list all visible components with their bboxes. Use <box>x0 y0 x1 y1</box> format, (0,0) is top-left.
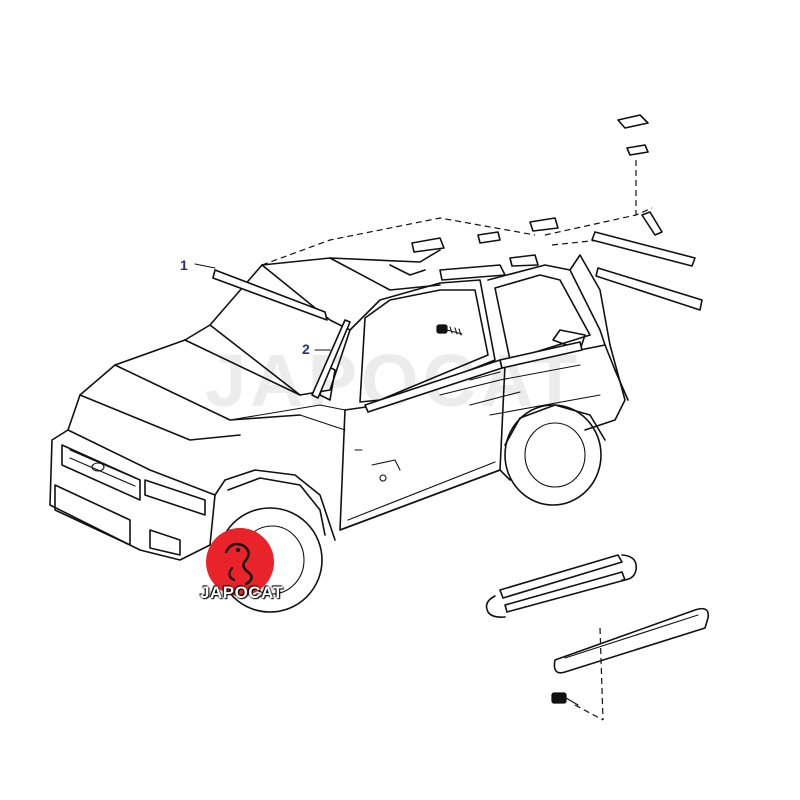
rear-door-belt-molding <box>499 341 583 369</box>
callout-2: 2 <box>302 341 310 357</box>
door-clip <box>436 324 463 336</box>
side-protector-parts <box>485 554 710 721</box>
callout-1: 1 <box>180 257 188 273</box>
part-1-roof-molding <box>194 263 328 321</box>
roof-rail-cover-parts <box>544 114 703 311</box>
logo-text: JAPOCAT <box>200 583 284 602</box>
watermark-text: JAPOCAT <box>205 339 582 422</box>
car-outline <box>49 217 629 613</box>
part-2-windshield-molding <box>311 319 351 399</box>
